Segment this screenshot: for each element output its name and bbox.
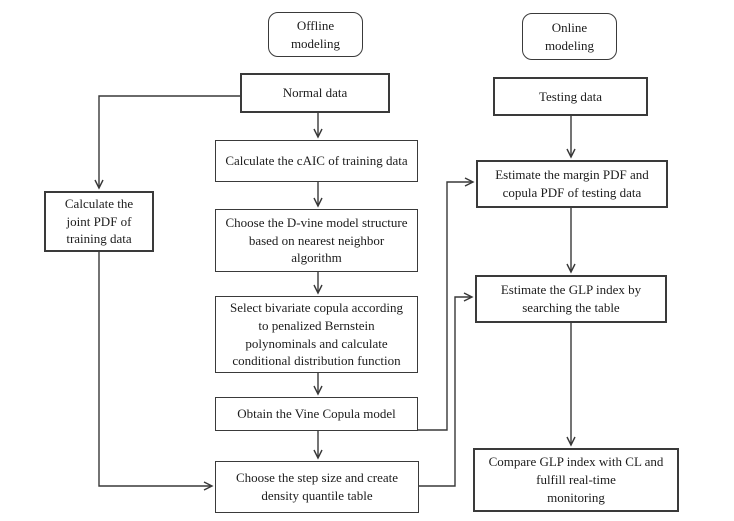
node-compare-glp-index: Compare GLP index with CL and fulfill re… (473, 448, 679, 512)
node-obtain-vine-copula-model: Obtain the Vine Copula model (215, 397, 418, 431)
node-testing-data: Testing data (493, 77, 648, 116)
node-calculate-caic: Calculate the cAIC of training data (215, 140, 418, 182)
node-online-modeling: Online modeling (522, 13, 617, 60)
node-estimate-margin-pdf: Estimate the margin PDF and copula PDF o… (476, 160, 668, 208)
edge-joint-pdf-to-choose-step (98, 252, 214, 491)
node-choose-step-size: Choose the step size and create density … (215, 461, 419, 513)
edge-obtain-to-est-margin (418, 177, 475, 431)
node-estimate-glp-index: Estimate the GLP index by searching the … (475, 275, 667, 323)
node-choose-dvine-structure: Choose the D-vine model structure based … (215, 209, 418, 272)
edge-choose-step-to-est-glp (419, 292, 474, 487)
node-offline-modeling: Offline modeling (268, 12, 363, 57)
node-calculate-joint-pdf: Calculate the joint PDF of training data (44, 191, 154, 252)
node-normal-data: Normal data (240, 73, 390, 113)
edge-normal-to-joint-pdf (94, 95, 240, 190)
node-select-bivariate-copula: Select bivariate copula according to pen… (215, 296, 418, 373)
